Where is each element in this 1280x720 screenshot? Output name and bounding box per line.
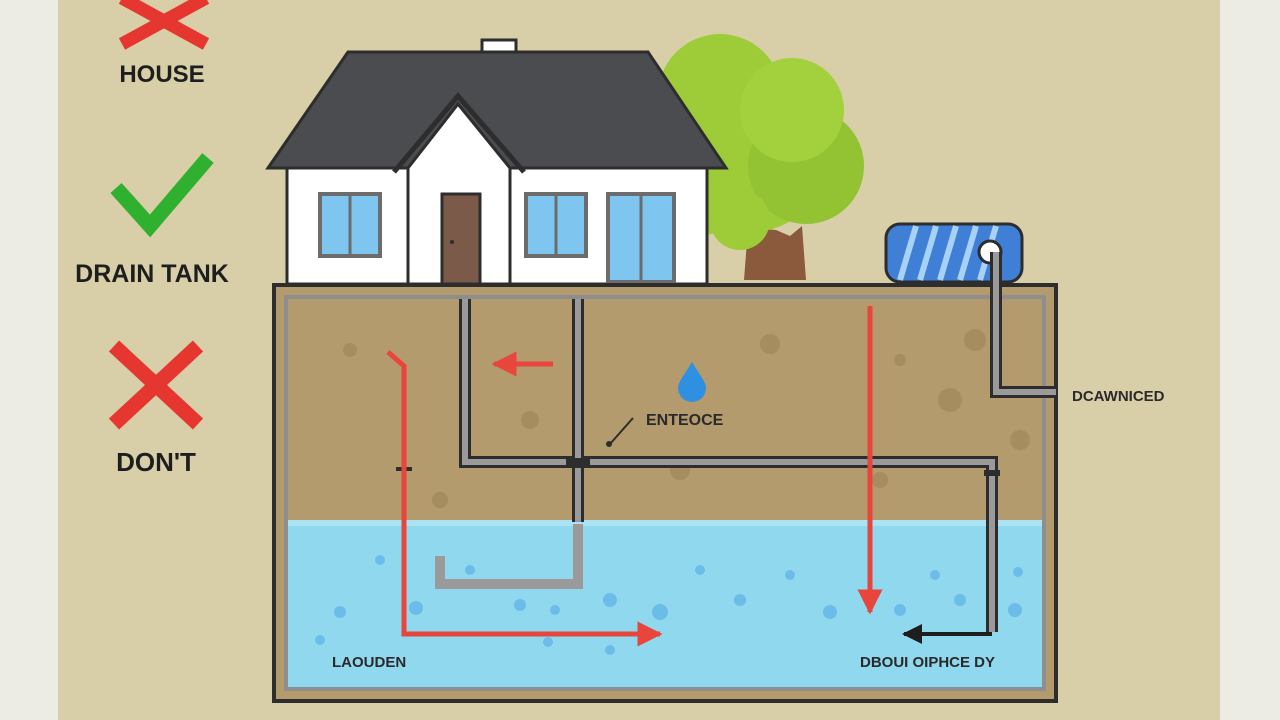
left-bottom-label: LAOUDEN [332, 654, 406, 671]
drain-line-label: DCAWNICED [1072, 388, 1165, 405]
underground-tank [272, 283, 1058, 703]
legend-drain-tank-label: DRAIN TANK [75, 260, 229, 288]
house [265, 38, 729, 286]
pipe-system [396, 252, 1056, 632]
flow-arrows [386, 306, 883, 647]
window [524, 192, 588, 258]
water-drop-icon [678, 362, 706, 402]
window [318, 192, 382, 258]
flow-arrow [386, 350, 663, 647]
check-icon [110, 153, 214, 238]
cross-icon [108, 340, 204, 430]
cross-icon [118, 0, 210, 50]
front-door [440, 192, 482, 286]
legend-dont-label: DON'T [116, 447, 196, 477]
entrance-label: ENTEOCE [646, 412, 724, 429]
legend: HOUSE DRAIN TANK DON'T [75, 0, 229, 477]
legend-house-label: HOUSE [119, 61, 204, 88]
surface-tank [884, 222, 1024, 284]
leader-line [609, 417, 634, 445]
window [606, 192, 676, 284]
right-bottom-label: DBOUI OIPHCE DY [860, 654, 995, 671]
